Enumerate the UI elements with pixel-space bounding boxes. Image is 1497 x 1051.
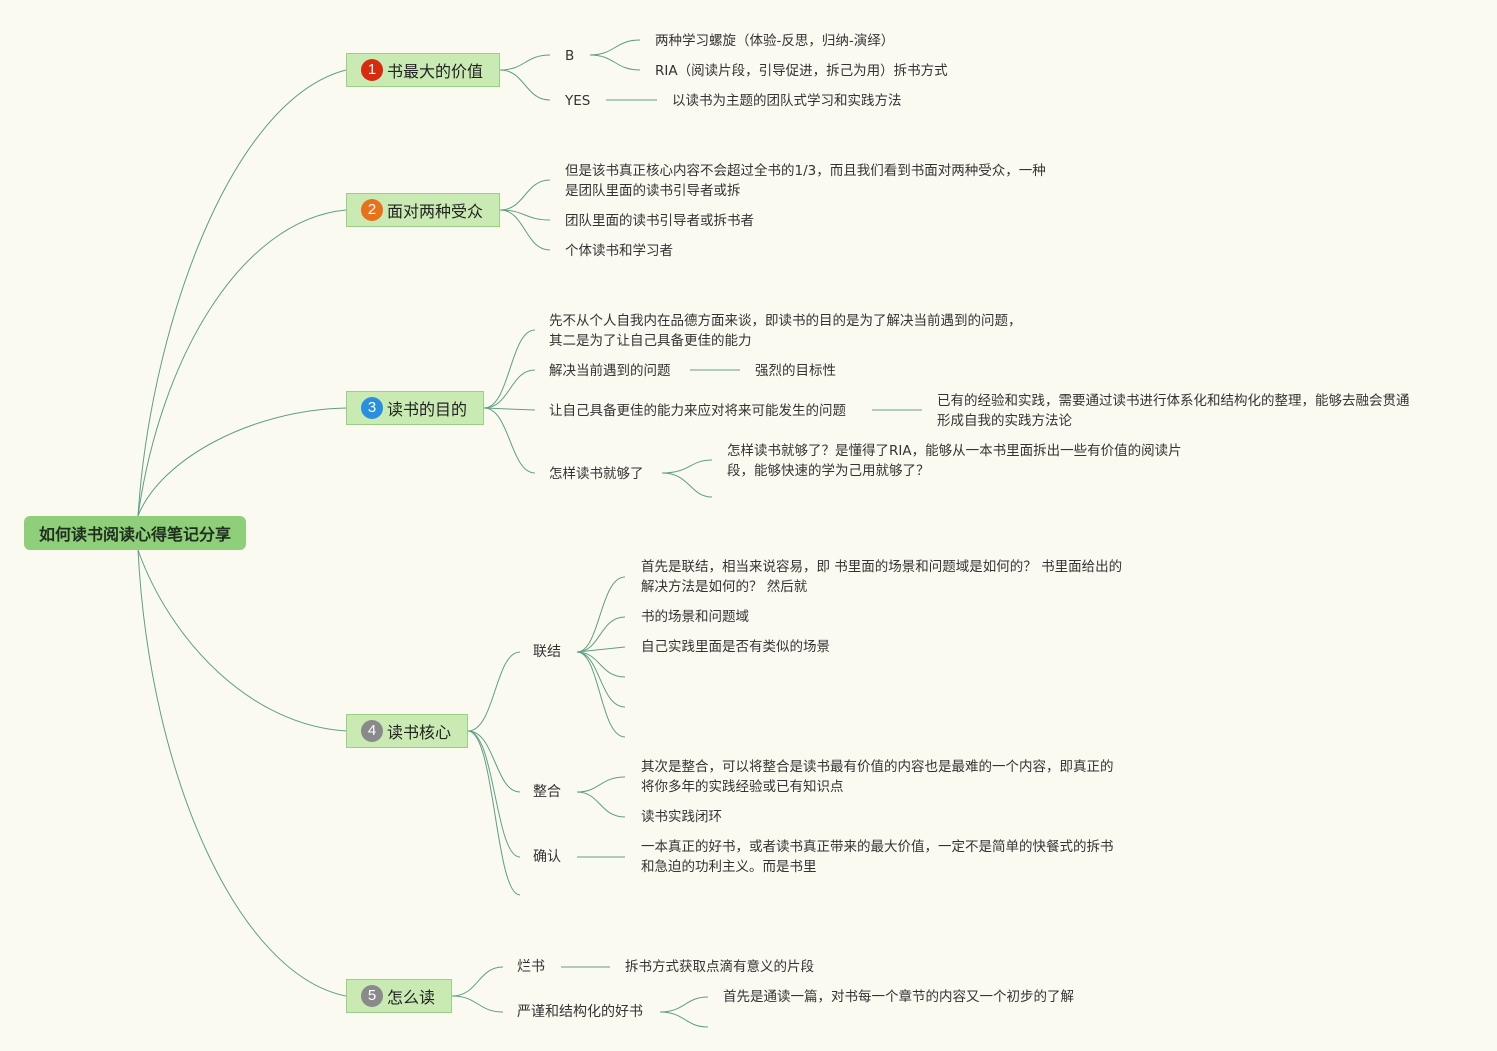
line: 已有的经验和实践，需要通过读书进行体系化和结构化的整理，能够去融会贯通	[937, 393, 1410, 409]
node-learning-spirals[interactable]: 两种学习螺旋（体验-反思，归纳-演绎）	[655, 33, 895, 49]
line: 解决方法是如何的？ 然后就	[641, 579, 808, 595]
branch-label: 书最大的价值	[387, 62, 484, 81]
node-integrate[interactable]: 整合	[533, 784, 561, 800]
node-similar-scenario[interactable]: 自己实践里面是否有类似的场景	[641, 639, 830, 655]
branch-label: 面对两种受众	[387, 202, 484, 221]
number-3-icon: 3	[361, 397, 383, 419]
branch-2-topic[interactable]: 2 面对两种受众	[346, 193, 500, 227]
branch-1-topic[interactable]: 1 书最大的价值	[346, 53, 500, 87]
branch-label: 读书的目的	[387, 400, 468, 419]
branch-4-topic[interactable]: 4 读书核心	[346, 714, 468, 748]
edge-root-b3	[137, 407, 347, 517]
node-individual-learner[interactable]: 个体读书和学习者	[565, 243, 673, 259]
node-team-learning[interactable]: 以读书为主题的团队式学习和实践方法	[672, 93, 902, 109]
branch-3-topic[interactable]: 3 读书的目的	[346, 391, 484, 425]
node-confirm[interactable]: 确认	[533, 849, 561, 865]
line: 其二是为了让自己具备更佳的能力	[549, 333, 752, 349]
line: 段，能够快速的学为己用就够了？	[727, 463, 930, 479]
number-1-icon: 1	[361, 59, 383, 81]
edge-root-b1	[137, 69, 347, 517]
line: 其次是整合，可以将整合是读书最有价值的内容也是最难的一个内容，即真正的	[641, 759, 1114, 775]
node-ria-method[interactable]: RIA（阅读片段，引导促进，拆己为用）拆书方式	[655, 63, 948, 79]
line: 将你多年的实践经验或已有知识点	[641, 779, 844, 795]
node-read-through[interactable]: 首先是通读一篇，对书每一个章节的内容又一个初步的了解	[723, 989, 1074, 1005]
branch-label: 怎么读	[387, 988, 436, 1007]
line: 一本真正的好书，或者读书真正带来的最大价值，一定不是简单的快餐式的拆书	[641, 839, 1114, 855]
node-purpose-intro[interactable]: 先不从个人自我内在品德方面来谈，即读书的目的是为了解决当前遇到的问题， 其二是为…	[549, 311, 1022, 351]
line: 首先是联结，相当来说容易，即 书里面的场景和问题域是如何的？ 书里面给出的	[641, 559, 1123, 575]
line: 和急迫的功利主义。而是书里	[641, 859, 817, 875]
node-connect-detail[interactable]: 首先是联结，相当来说容易，即 书里面的场景和问题域是如何的？ 书里面给出的 解决…	[641, 557, 1122, 597]
line: 但是该书真正核心内容不会超过全书的1/3，而且我们看到书面对两种受众，一种	[565, 163, 1046, 179]
number-4-icon: 4	[361, 720, 383, 742]
edge-root-b5	[137, 549, 347, 997]
number-5-icon: 5	[361, 985, 383, 1007]
branch-label: 读书核心	[387, 723, 452, 742]
node-enough-reading-detail[interactable]: 怎样读书就够了？是懂得了RIA，能够从一本书里面拆出一些有价值的阅读片 段，能够…	[727, 441, 1182, 481]
edge-root-b4	[137, 549, 347, 732]
edge-root-b2	[137, 209, 347, 517]
node-systematize-experience[interactable]: 已有的经验和实践，需要通过读书进行体系化和结构化的整理，能够去融会贯通 形成自我…	[937, 391, 1410, 431]
node-b[interactable]: B	[565, 48, 575, 64]
node-reading-guide[interactable]: 团队里面的读书引导者或拆书者	[565, 213, 754, 229]
branch-5-topic[interactable]: 5 怎么读	[346, 979, 452, 1013]
node-good-book[interactable]: 严谨和结构化的好书	[517, 1004, 643, 1020]
node-better-ability[interactable]: 让自己具备更佳的能力来应对将来可能发生的问题	[549, 403, 846, 419]
root-topic[interactable]: 如何读书阅读心得笔记分享	[24, 516, 246, 550]
node-bad-book[interactable]: 烂书	[517, 959, 545, 975]
node-practice-loop[interactable]: 读书实践闭环	[641, 809, 722, 825]
node-core-content[interactable]: 但是该书真正核心内容不会超过全书的1/3，而且我们看到书面对两种受众，一种 是团…	[565, 161, 1046, 201]
node-yes[interactable]: YES	[565, 93, 591, 109]
node-enough-reading[interactable]: 怎样读书就够了	[549, 466, 644, 482]
node-extract-fragments[interactable]: 拆书方式获取点滴有意义的片段	[625, 959, 814, 975]
line: 先不从个人自我内在品德方面来谈，即读书的目的是为了解决当前遇到的问题，	[549, 313, 1022, 329]
line: 形成自我的实践方法论	[937, 413, 1072, 429]
line: 是团队里面的读书引导者或拆	[565, 183, 741, 199]
node-book-scenario[interactable]: 书的场景和问题域	[641, 609, 749, 625]
node-confirm-detail[interactable]: 一本真正的好书，或者读书真正带来的最大价值，一定不是简单的快餐式的拆书 和急迫的…	[641, 837, 1114, 877]
node-connect[interactable]: 联结	[533, 644, 561, 660]
number-2-icon: 2	[361, 199, 383, 221]
line: 怎样读书就够了？是懂得了RIA，能够从一本书里面拆出一些有价值的阅读片	[727, 443, 1182, 459]
node-solve-problem[interactable]: 解决当前遇到的问题	[549, 363, 671, 379]
node-integrate-detail[interactable]: 其次是整合，可以将整合是读书最有价值的内容也是最难的一个内容，即真正的 将你多年…	[641, 757, 1114, 797]
node-strong-goal[interactable]: 强烈的目标性	[755, 363, 836, 379]
